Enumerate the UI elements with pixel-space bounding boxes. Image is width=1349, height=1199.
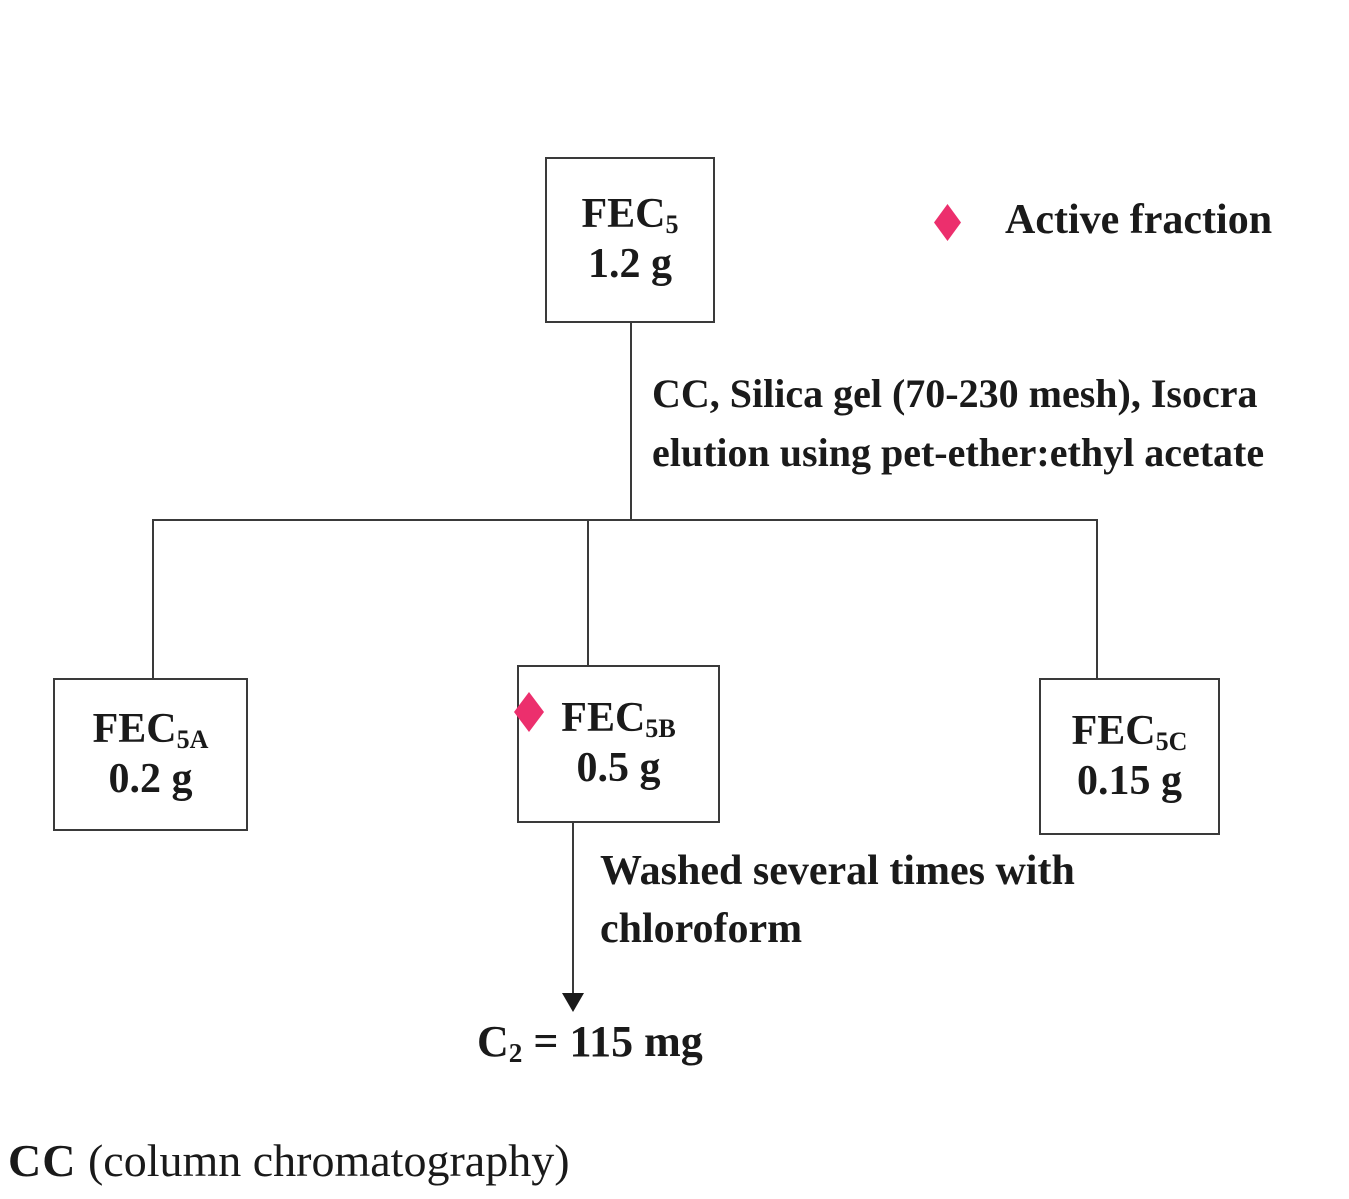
footnote: CC (column chromatography) [8,1134,570,1187]
node-fec5a-amount: 0.2 g [108,755,193,802]
node-fec5b-amount: 0.5 g [576,745,661,791]
legend-label: Active fraction [1005,197,1273,243]
wash-annotation-line1: Washed several times with [600,848,1075,894]
node-fec5c-title: FEC5C [1071,707,1188,756]
node-fec5a: FEC5A 0.2 g [53,678,248,831]
connector-root-down [630,323,632,520]
wash-annotation: Washed several times with chloroform [600,843,1075,959]
connector-branch-horizontal [152,519,1098,521]
connector-to-fec5c [1096,519,1098,681]
node-fec5-amount: 1.2 g [588,241,672,287]
node-fec5b: FEC5B 0.5 g [517,665,720,823]
node-fec5: FEC5 1.2 g [545,157,715,323]
active-fraction-diamond-icon [934,204,961,246]
process-annotation-line2: elution using pet-ether:ethyl acetate [652,430,1265,476]
node-fec5c-amount: 0.15 g [1077,757,1182,804]
node-fec5b-title: FEC5B [561,695,676,744]
connector-fec5b-to-result [572,823,574,994]
footnote-abbrev: CC [8,1135,77,1186]
node-fec5-title: FEC5 [581,191,679,240]
wash-annotation-line2: chloroform [600,905,803,952]
arrow-down-icon [562,993,584,1012]
connector-to-fec5a [152,519,154,679]
process-annotation: CC, Silica gel (70-230 mesh), Isocra elu… [652,364,1264,482]
node-fec5c: FEC5C 0.15 g [1039,678,1220,835]
process-annotation-line1: CC, Silica gel (70-230 mesh), Isocra [652,371,1258,416]
fec5b-active-diamond-icon [514,692,544,737]
connector-to-fec5b [587,519,589,666]
node-fec5a-title: FEC5A [92,705,209,754]
result-label: C2 = 115 mg [477,1017,703,1068]
footnote-expansion: (column chromatography) [76,1135,570,1186]
